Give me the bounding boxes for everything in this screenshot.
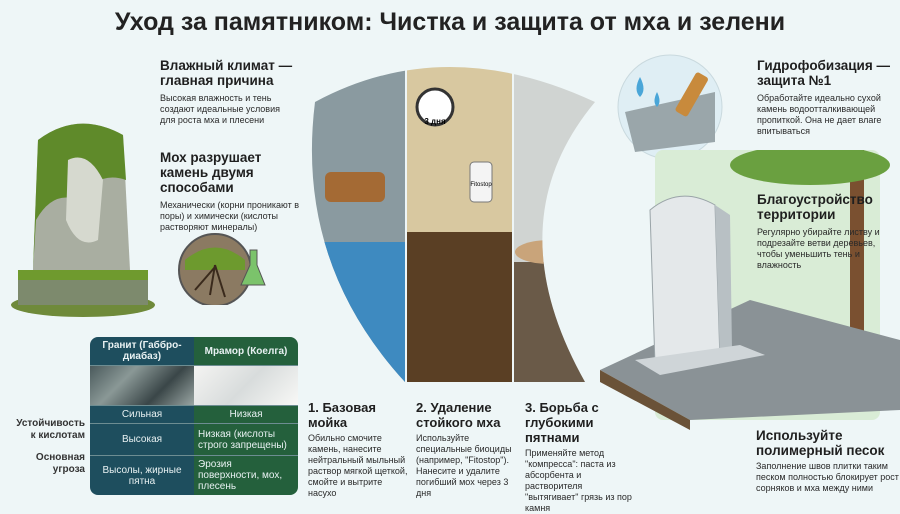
step-1-text: Обильно смочите камень, нанесите нейтрал…	[308, 433, 408, 498]
marble-texture	[194, 366, 298, 406]
humid-climate-heading: Влажный климат — главная причина	[160, 58, 293, 88]
polymer-sand-text: Заполнение швов плитки таким песком полн…	[756, 461, 899, 493]
paint-brush-icon	[675, 72, 708, 117]
hydrophobization-block: Гидрофобизация — защита №1 Обработайте и…	[757, 58, 897, 137]
step-1: 1. Базовая мойка Обильно смочите камень,…	[308, 400, 408, 499]
stone-comparison-table: Гранит (Габбро-диабаз)Мрамор (Коелга) Си…	[90, 337, 298, 495]
step-1-heading: 1. Базовая мойка	[308, 400, 376, 430]
step-3-text: Применяйте метод "компресса": паста из а…	[525, 448, 632, 513]
humid-climate-text: Высокая влажность и тень создают идеальн…	[160, 93, 280, 125]
polymer-sand-heading: Используйте полимерный песок	[756, 428, 885, 458]
brush-icon	[325, 172, 385, 202]
granite-texture	[90, 366, 194, 406]
moss-destroys-block: Мох разрушает камень двумя способами Мех…	[160, 150, 300, 233]
spray-bottle-icon	[469, 161, 493, 203]
step-2: 2. Удаление стойкого мха Используйте спе…	[416, 400, 516, 499]
moss-destroys-text: Механически (корни проникают в поры) и х…	[160, 200, 299, 232]
spray-label: Fitostop	[470, 182, 492, 188]
page-title: Уход за памятником: Чистка и защита от м…	[114, 8, 786, 36]
header-granite: Гранит (Габбро-диабаз)	[90, 337, 194, 366]
moss-roots-flask-illustration	[178, 233, 266, 305]
hydrophobization-heading: Гидрофобизация — защита №1	[757, 58, 890, 88]
cleaning-steps-illustration: 3 дня Fitostop	[311, 67, 596, 382]
step-2-text: Используйте специальные биоциды (наприме…	[416, 433, 512, 498]
landscaping-block: Благоустройство территории Регулярно уби…	[757, 192, 882, 271]
water-drop-icon	[654, 92, 660, 107]
water-drop-icon	[636, 77, 644, 97]
monument-paving-illustration	[600, 150, 900, 430]
mossy-monument-illustration	[11, 123, 155, 317]
cell: Высолы, жирные пятна	[90, 456, 194, 495]
row-label-threat: Основная угроза	[35, 452, 85, 475]
step-3: 3. Борьба с глубокими пятнами Применяйте…	[525, 400, 637, 514]
timer-label: 3 дня	[424, 117, 446, 126]
polymer-sand-block: Используйте полимерный песок Заполнение …	[756, 428, 900, 494]
compress-paste-icon	[515, 240, 585, 264]
timer-icon	[415, 87, 455, 127]
row-label-acid: Устойчивость к кислотам	[16, 418, 85, 441]
cell: Эрозия поверхности, мох, плесень	[194, 456, 298, 495]
header-marble: Мрамор (Коелга)	[194, 337, 298, 366]
hydrophobization-text: Обработайте идеально сухой камень водоот…	[757, 93, 882, 136]
cell: Сильная	[90, 406, 194, 424]
humid-climate-block: Влажный климат — главная причина Высокая…	[160, 58, 295, 126]
cell: Низкая	[194, 406, 298, 424]
landscaping-heading: Благоустройство территории	[757, 192, 873, 222]
cell: Низкая (кислоты строго запрещены)	[194, 424, 298, 456]
step-2-heading: 2. Удаление стойкого мха	[416, 400, 501, 430]
landscaping-text: Регулярно убирайте листву и подрезайте в…	[757, 227, 880, 270]
cell: Высокая	[90, 424, 194, 456]
hydrophobization-illustration	[617, 54, 723, 160]
moss-destroys-heading: Мох разрушает камень двумя способами	[160, 150, 262, 195]
step-3-heading: 3. Борьба с глубокими пятнами	[525, 400, 599, 445]
